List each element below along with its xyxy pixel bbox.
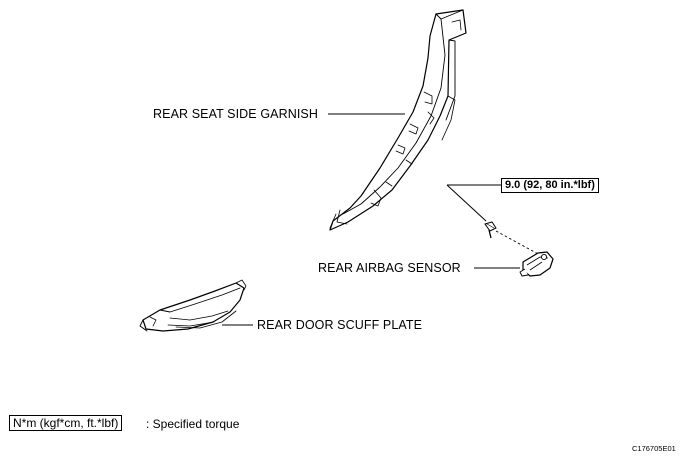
torque-unit-legend-box: N*m (kgf*cm, ft.*lbf): [9, 415, 123, 431]
assembly-dashed-line: [495, 230, 541, 256]
rear-seat-side-garnish-drawing: [329, 9, 467, 231]
figure-code: C176705E01: [632, 444, 676, 453]
rear-airbag-sensor-drawing: [519, 251, 554, 277]
sensor-label: REAR AIRBAG SENSOR: [318, 261, 461, 275]
garnish-label: REAR SEAT SIDE GARNISH: [153, 107, 318, 121]
torque-legend-description: : Specified torque: [146, 417, 240, 431]
rear-door-scuff-plate-drawing: [139, 279, 247, 332]
scuff-plate-label: REAR DOOR SCUFF PLATE: [257, 318, 423, 332]
torque-spec-box: 9.0 (92, 80 in.*lbf): [501, 178, 599, 193]
torque-leader-lines: [446, 184, 501, 222]
bolt-drawing: [484, 221, 497, 239]
